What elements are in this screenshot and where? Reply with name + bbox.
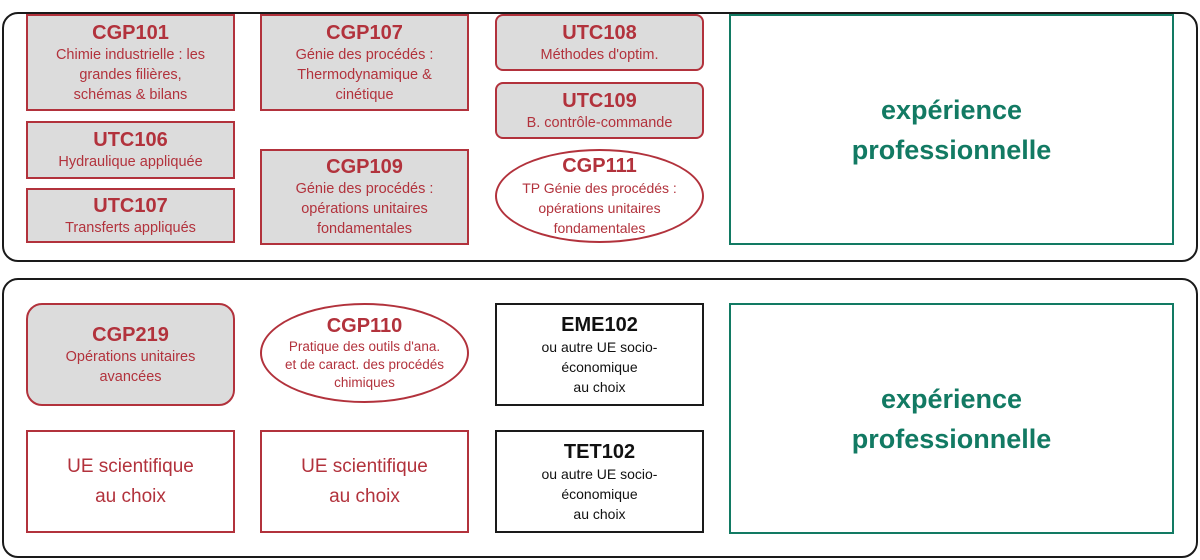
course-title: Chimie industrielle : les grandes filièr… [55, 46, 206, 103]
course-title: Méthodes d'optim. [540, 46, 659, 63]
course-cgp219[interactable]: CGP219 Opérations unitaires avancées [26, 303, 235, 406]
course-tet102[interactable]: TET102 ou autre UE socio- économique au … [495, 430, 704, 533]
course-title: Opérations unitaires avancées [65, 348, 196, 385]
course-code: TET102 [563, 440, 636, 463]
course-code: CGP111 [562, 155, 637, 177]
course-code: UTC109 [562, 89, 637, 112]
course-cgp101[interactable]: CGP101 Chimie industrielle : les grandes… [26, 14, 235, 111]
course-code: EME102 [561, 313, 638, 336]
course-code: CGP219 [92, 323, 169, 346]
ue-scientifique-label: UE scientifique au choix [301, 455, 428, 507]
course-code: CGP109 [326, 156, 403, 178]
course-title: Génie des procédés : Thermodynamique & c… [295, 46, 434, 103]
course-cgp109[interactable]: CGP109 Génie des procédés : opérations u… [260, 149, 469, 245]
course-code: UTC107 [93, 194, 168, 217]
course-cgp110[interactable]: CGP110 Pratique des outils d'ana. et de … [260, 303, 469, 403]
course-utc106[interactable]: UTC106 Hydraulique appliquée [26, 121, 235, 179]
ue-scientifique-choice-2[interactable]: UE scientifique au choix [260, 430, 469, 533]
course-title: Génie des procédés : opérations unitaire… [295, 181, 434, 237]
course-cgp107[interactable]: CGP107 Génie des procédés : Thermodynami… [260, 14, 469, 111]
course-utc107[interactable]: UTC107 Transferts appliqués [26, 188, 235, 243]
course-cgp111[interactable]: CGP111 TP Génie des procédés : opération… [495, 149, 704, 243]
experience-box-year1[interactable]: expérience professionnelle [729, 14, 1174, 245]
course-code: UTC106 [93, 129, 168, 151]
experience-box-year2[interactable]: expérience professionnelle [729, 303, 1174, 534]
course-title: TP Génie des procédés : opérations unita… [522, 180, 677, 236]
experience-label: expérience professionnelle [851, 383, 1052, 454]
course-title: Pratique des outils d'ana. et de caract.… [284, 339, 445, 390]
course-eme102[interactable]: EME102 ou autre UE socio- économique au … [495, 303, 704, 406]
ue-scientifique-label: UE scientifique au choix [67, 455, 194, 507]
ue-scientifique-choice-1[interactable]: UE scientifique au choix [26, 430, 235, 533]
course-utc109[interactable]: UTC109 B. contrôle-commande [495, 82, 704, 139]
course-title: Transferts appliqués [65, 219, 196, 236]
course-utc108[interactable]: UTC108 Méthodes d'optim. [495, 14, 704, 71]
course-title: ou autre UE socio- économique au choix [541, 338, 658, 395]
course-title: B. contrôle-commande [526, 114, 673, 131]
course-code: UTC108 [562, 21, 637, 44]
course-code: CGP110 [326, 315, 403, 337]
course-code: CGP101 [92, 21, 169, 44]
experience-label: expérience professionnelle [851, 94, 1052, 165]
course-code: CGP107 [326, 21, 403, 44]
course-title: Hydraulique appliquée [58, 154, 203, 170]
course-title: ou autre UE socio- économique au choix [541, 465, 658, 522]
